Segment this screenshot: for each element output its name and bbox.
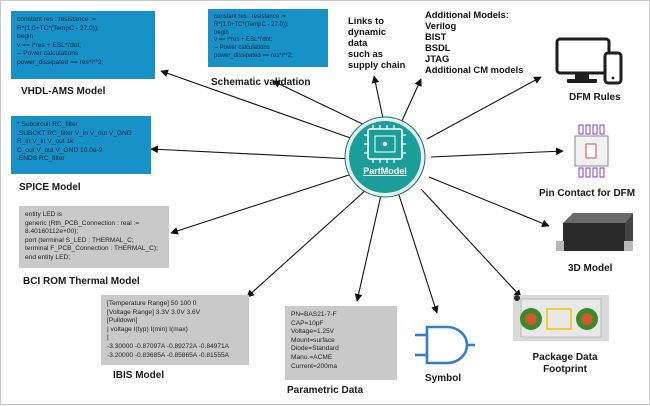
pin-contact-icon bbox=[574, 124, 609, 178]
param-line: CAP=10pF bbox=[291, 319, 324, 327]
code-line: power_dissipated == res*i**2; bbox=[214, 52, 293, 59]
package-label: Package Data Footprint bbox=[515, 352, 615, 376]
code-line: 8.40160112e+00); bbox=[25, 228, 79, 236]
code-line: power_dissipated == res*i**2; bbox=[17, 58, 104, 66]
package-label-line: Package Data bbox=[532, 352, 598, 363]
note-line: Additional CM models bbox=[425, 64, 524, 75]
param-line: Manu.=ACME bbox=[291, 353, 333, 361]
arrow-to-symbol bbox=[398, 194, 439, 314]
bci-rom-label: BCI ROM Thermal Model bbox=[23, 276, 140, 287]
ibis-model-label: IBIS Model bbox=[113, 370, 165, 381]
bci-code-card: entity LED is generic (Rth_PCB_Connectio… bbox=[19, 206, 169, 268]
3d-package-icon bbox=[556, 213, 633, 251]
arrow-to-dfm-rules bbox=[426, 76, 542, 140]
param-line: PN=BAS21-7-F bbox=[291, 311, 337, 318]
schematic-validation-label: Schematic validation bbox=[211, 77, 311, 88]
schematic-code-card: constant res : resistance := R*(1.0+TC*(… bbox=[208, 9, 328, 67]
code-line: [Temperature Range] 50 100 0 bbox=[107, 300, 197, 307]
arrow-to-additional bbox=[400, 78, 422, 124]
code-line: [Voltage Range] 3.3V 3.0V 3.6V bbox=[107, 308, 201, 316]
code-line: terminal F_PCB_Connection : THERMAL_C); bbox=[25, 245, 158, 253]
note-line: BSDL bbox=[425, 42, 451, 53]
pin-contact-label: Pin Contact for DFM bbox=[539, 188, 636, 199]
ibis-data-card: [Temperature Range] 50 100 0 [Voltage Ra… bbox=[101, 295, 249, 365]
vhdl-model-label: VHDL-AMS Model bbox=[21, 86, 106, 97]
code-line: C_out V_out V_GND 10.0e-9 bbox=[17, 146, 103, 154]
code-line: * Subcircuit RC_filter bbox=[17, 121, 78, 128]
3d-model-label: 3D Model bbox=[568, 263, 613, 274]
arrow-to-pin-contact bbox=[430, 147, 564, 158]
note-line: JTAG bbox=[425, 53, 450, 64]
code-line: begin bbox=[214, 29, 229, 36]
parametric-data-card: PN=BAS21-7-F CAP=10pF Voltage=1.25V Moun… bbox=[285, 306, 397, 380]
spice-code-card: * Subcircuit RC_filter .SUBCKT RC_filter… bbox=[11, 116, 151, 174]
arrow-to-schematic bbox=[272, 80, 374, 130]
symbol-label: Symbol bbox=[425, 373, 462, 384]
note-line: Verilog bbox=[425, 20, 457, 31]
chip-icon bbox=[344, 116, 426, 198]
note-line: data bbox=[348, 37, 368, 48]
code-line: [Pulldown] bbox=[107, 317, 138, 325]
note-line: Links to bbox=[348, 15, 384, 26]
arrow-to-package bbox=[420, 188, 522, 298]
note-line: dynamic bbox=[348, 26, 387, 37]
arrow-to-3d-model bbox=[428, 176, 550, 227]
arrow-to-vhdl bbox=[160, 69, 360, 142]
note-line: Additional Models: bbox=[425, 9, 509, 20]
vhdl-code-card: constant res : resistance := R*(1.0+TC*(… bbox=[11, 11, 155, 79]
code-line: R*(1.0+TC*(TempC - 27.0)); bbox=[214, 21, 289, 28]
arrow-to-spice bbox=[150, 145, 354, 160]
param-line: Voltage=1.25V bbox=[291, 328, 335, 336]
code-line: | voltage I(typ) I(min) I(max) bbox=[107, 325, 188, 333]
spice-model-label: SPICE Model bbox=[19, 182, 81, 193]
code-line: .SUBCKT RC_filter V_in V_out V_GND bbox=[17, 129, 132, 137]
devices-icon bbox=[555, 37, 623, 85]
param-line: Diode=Standard bbox=[291, 345, 339, 353]
code-line: v == i*res + ESL*i'dot; bbox=[214, 37, 273, 44]
code-line: constant res : resistance := bbox=[17, 16, 96, 23]
links-note: Links to dynamic data such as supply cha… bbox=[348, 15, 405, 70]
code-line: port (terminal S_LED : THERMAL_C; bbox=[25, 236, 134, 244]
dfm-rules-label: DFM Rules bbox=[569, 92, 621, 103]
code-line: -- Power calculations bbox=[214, 45, 270, 52]
additional-models-note: Additional Models: Verilog BIST BSDL JTA… bbox=[425, 9, 523, 75]
arrow-to-bci bbox=[170, 172, 356, 235]
code-line: v == i*res + ESL*i'dot; bbox=[17, 41, 82, 49]
and-gate-icon bbox=[415, 325, 475, 365]
note-line: supply chain bbox=[348, 59, 406, 70]
code-line: R*(1.0+TC*(TempC - 27.0)); bbox=[17, 24, 99, 32]
code-line: -3.20000 -0.83685A -0.85865A -0.81555A bbox=[107, 351, 230, 359]
arrow-to-parametric bbox=[354, 194, 382, 302]
code-line: .ENDS RC_filter bbox=[17, 155, 65, 163]
param-line: Mount=surface bbox=[291, 336, 335, 344]
hub-label: PartModel bbox=[363, 166, 407, 176]
code-line: begin bbox=[17, 33, 34, 41]
note-line: BIST bbox=[425, 31, 447, 42]
code-line: -- Power calculations bbox=[17, 50, 79, 58]
arrow-to-ibis bbox=[246, 188, 368, 298]
code-line: generic (Rth_PCB_Connection : real := bbox=[25, 219, 140, 227]
note-line: such as bbox=[348, 48, 383, 59]
footprint-icon bbox=[513, 295, 609, 341]
param-line: Current=200ma bbox=[291, 362, 337, 370]
code-line: -3.30000 -0.87097A -0.89272A -0.84971A bbox=[107, 342, 230, 350]
code-line: constant res : resistance := bbox=[214, 14, 286, 20]
arrow-to-links bbox=[371, 75, 385, 124]
code-line: | bbox=[107, 334, 109, 342]
package-label-line: Footprint bbox=[543, 364, 587, 375]
code-line: end entity LED; bbox=[25, 253, 71, 261]
parametric-data-label: Parametric Data bbox=[287, 385, 364, 396]
code-line: R_in V_in V_out 1k bbox=[17, 138, 74, 146]
code-line: entity LED is bbox=[25, 211, 63, 218]
